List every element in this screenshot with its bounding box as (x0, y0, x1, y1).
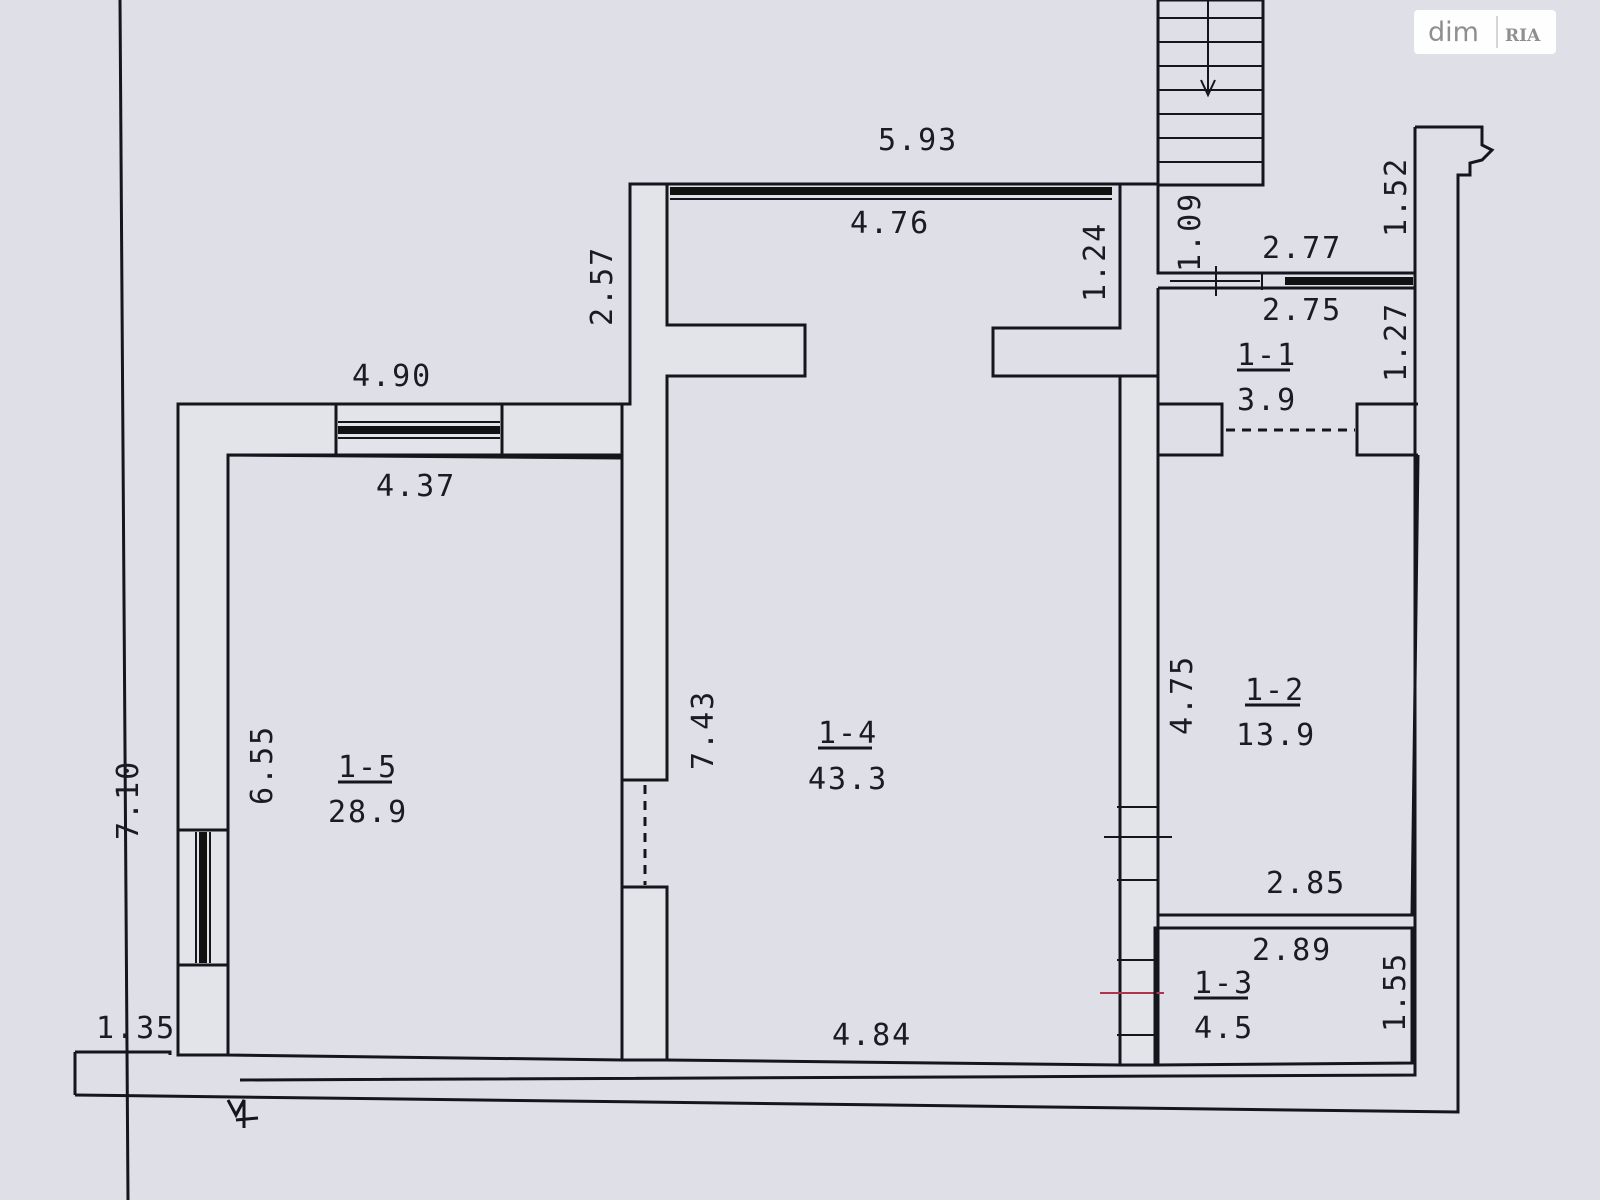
landing-outline (1156, 185, 1415, 275)
dim-room-1-4-height: 7.43 (686, 690, 721, 770)
room-label-1-4: 1-4 43.3 (808, 716, 888, 797)
watermark-text: dim (1428, 17, 1479, 48)
dim-stair-right-height: 1.52 (1379, 157, 1414, 237)
dim-room-1-4-width: 4.84 (832, 1018, 912, 1053)
room-area: 13.9 (1236, 718, 1316, 753)
dim-room-1-2-height: 4.75 (1165, 655, 1200, 735)
partition-1-5-1-4-upper (620, 182, 807, 782)
outer-contour-inner (239, 127, 1417, 1082)
dim-wall-2-57: 2.57 (585, 246, 620, 326)
room-label-1-3: 1-3 4.5 (1194, 966, 1254, 1046)
room-area: 28.9 (328, 795, 408, 830)
staircase (1156, 0, 1265, 187)
room-number: 1-2 (1245, 673, 1305, 708)
room-1-5-outline (226, 453, 624, 1062)
dim-room-1-5-width: 4.37 (376, 469, 456, 504)
reference-line (118, 0, 130, 1200)
room-number: 1-1 (1237, 338, 1297, 373)
room-1-1-outline (1156, 288, 1224, 457)
dim-overall-left-height: 7.10 (111, 760, 146, 840)
room-1-1-right (1355, 402, 1418, 457)
room-area: 3.9 (1237, 383, 1297, 418)
dim-landing-height: 1.09 (1173, 192, 1208, 272)
room-1-2-outline (1156, 454, 1420, 917)
outer-contour (74, 125, 1495, 1114)
dim-room-1-3-width: 2.89 (1252, 933, 1332, 968)
watermark: dim RIA (1414, 10, 1556, 54)
watermark-logo: RIA (1505, 26, 1541, 46)
room-number: 1-3 (1194, 966, 1254, 1001)
break-mark (226, 1099, 259, 1128)
dim-top-inner: 4.76 (850, 206, 930, 241)
dim-hall-right-wall: 1.24 (1078, 222, 1113, 302)
wall-right-column (1118, 374, 1160, 1067)
room-number: 1-4 (818, 716, 878, 751)
partition-1-5-1-4-lower (620, 885, 669, 1062)
room-label-1-1: 1-1 3.9 (1237, 338, 1297, 418)
dim-room-1-1-height: 1.27 (1379, 302, 1414, 382)
outer-contour-lower (75, 1050, 172, 1055)
dim-landing-width: 2.77 (1262, 231, 1342, 266)
dim-room-1-3-height: 1.55 (1378, 952, 1413, 1032)
room-number: 1-5 (338, 750, 398, 785)
room-1-3-outline (1153, 926, 1414, 1067)
dim-room-1-2-width: 2.85 (1266, 866, 1346, 901)
room-label-1-2: 1-2 13.9 (1236, 673, 1316, 753)
room-label-1-5: 1-5 28.9 (328, 750, 408, 830)
dim-room-1-5-height: 6.55 (245, 725, 280, 805)
dim-top-overall: 5.93 (878, 123, 958, 158)
dim-room-1-1-width: 2.75 (1262, 293, 1342, 328)
dim-bottom-left: 1.35 (96, 1011, 176, 1046)
door-1-4-1-2 (1100, 806, 1172, 1036)
window-top-left (334, 402, 504, 457)
room-1-4-outline (666, 182, 1122, 1067)
wall-room-1-5-top-right (500, 402, 632, 457)
room-area: 4.5 (1194, 1011, 1254, 1046)
window-left (176, 828, 230, 967)
room-area: 43.3 (808, 762, 888, 797)
dim-balcony-width: 4.90 (352, 359, 432, 394)
